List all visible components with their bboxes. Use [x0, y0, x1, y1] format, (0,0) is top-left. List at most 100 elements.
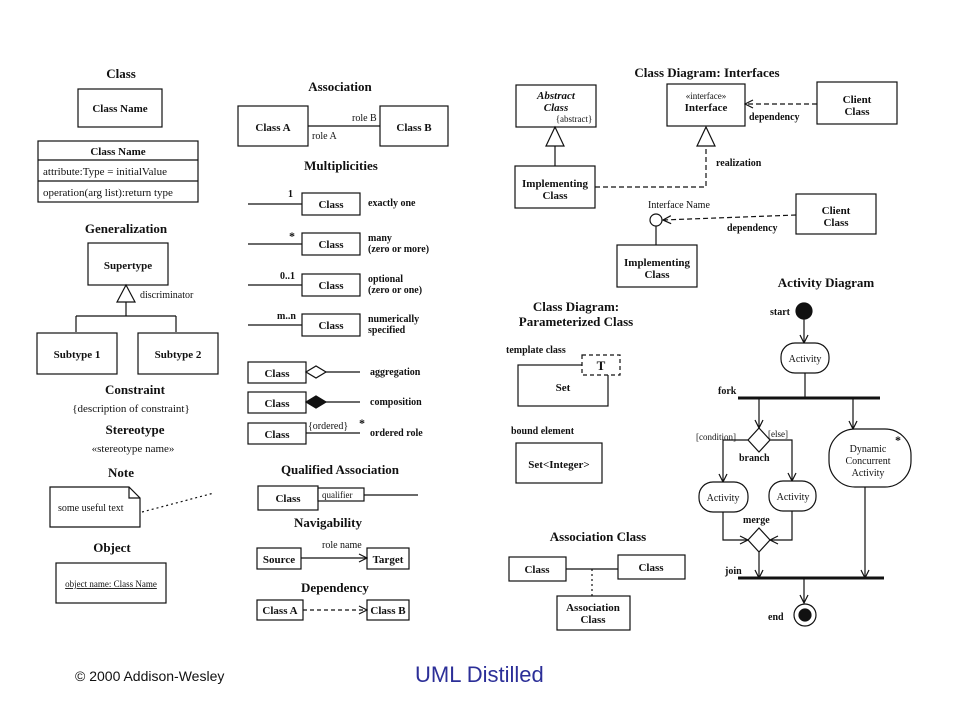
ordered-label: ordered role: [370, 428, 423, 439]
mult-class-label-3: Class: [318, 280, 344, 292]
client-class2-l2: Class: [823, 217, 849, 229]
dynamic-l2: Concurrent: [846, 456, 891, 467]
composition-label: composition: [370, 397, 422, 408]
class-name-label: Class Name: [92, 103, 147, 115]
abstract-generalization-triangle: [545, 125, 565, 147]
end-label: end: [768, 612, 784, 623]
dependency-heading: Dependency: [301, 580, 369, 595]
interface-stereotype: «interface»: [686, 91, 726, 101]
lollipop-name: Interface Name: [648, 200, 710, 211]
class-a-label: Class A: [255, 122, 290, 134]
implementing-class-l1: Implementing: [522, 178, 589, 190]
client-class2-box: [795, 193, 877, 235]
association-class-heading: Association Class: [550, 529, 646, 544]
mult-value-1: 1: [288, 189, 293, 200]
class-detail-box: [37, 140, 199, 203]
composition-class-label: Class: [264, 398, 290, 410]
abstract-class-box: [515, 84, 597, 128]
mult-desc-2: many: [368, 233, 392, 244]
parameterized-heading-1: Class Diagram:: [533, 299, 619, 314]
implementing-class-l2: Class: [542, 190, 568, 202]
navigability-heading: Navigability: [294, 515, 362, 530]
object-section: Object object name: Class Name: [55, 540, 167, 604]
qualified-class-label: Class: [275, 493, 301, 505]
aggregation-label: aggregation: [370, 367, 421, 378]
activity-section: Activity Diagram start Activity fork [co…: [696, 275, 912, 627]
dynamic-activity-node: [828, 428, 912, 488]
activity-right-label: Activity: [777, 492, 810, 503]
interfaces-heading: Class Diagram: Interfaces: [634, 65, 779, 80]
dep-class-a-label: Class A: [262, 605, 297, 617]
bound-element-label: Set<Integer>: [528, 459, 589, 471]
interface-dependency-label: dependency: [749, 112, 800, 123]
composition-diamond: [304, 395, 328, 409]
role-b-label: role B: [352, 113, 377, 124]
mult-class-label-1: Class: [318, 199, 344, 211]
mult-desc-3b: (zero or one): [368, 285, 422, 296]
client-class-l2: Class: [844, 106, 870, 118]
mult-desc-2b: (zero or more): [368, 244, 429, 255]
discriminator-label: discriminator: [140, 290, 194, 301]
class-a-box: [237, 105, 309, 147]
mult-desc-4: numerically: [368, 314, 419, 325]
navigability-section: Navigability Source Target role name: [256, 515, 410, 570]
else-label: [else]: [768, 429, 788, 439]
stereotype-text: «stereotype name»: [92, 443, 175, 455]
ordered-mult: *: [359, 416, 365, 430]
note-text: some useful text: [58, 503, 124, 514]
class-detail-operation: operation(arg list):return type: [43, 187, 173, 199]
qualified-class-box: [257, 485, 319, 511]
abstract-class-l2: Class: [544, 102, 568, 114]
template-label: template class: [506, 345, 566, 356]
multiplicities-heading: Multiplicities: [304, 158, 378, 173]
lollipop-dependency-label: dependency: [727, 223, 778, 234]
note-shape: [49, 486, 141, 528]
parameterized-section: Class Diagram: Parameterized Class templ…: [506, 299, 633, 484]
dynamic-l3: Activity: [852, 468, 885, 479]
association-class-box: [556, 595, 631, 631]
parameterized-heading-2: Parameterized Class: [519, 314, 633, 329]
supertype-box: [87, 242, 169, 286]
template-set-label: Set: [556, 382, 571, 394]
stereotype-heading: Stereotype: [106, 422, 165, 437]
association-heading: Association: [308, 79, 372, 94]
mult-desc-1: exactly one: [368, 198, 416, 209]
subtype2-label: Subtype 2: [155, 349, 202, 361]
constraint-heading: Constraint: [105, 382, 166, 397]
mult-desc-4b: specified: [368, 325, 406, 336]
mult-class-4: [301, 313, 361, 337]
dynamic-multiplicity: *: [895, 433, 901, 447]
client-class2-l1: Client: [822, 205, 851, 217]
generalization-triangle: [116, 283, 136, 303]
note-section: Note some useful text: [49, 465, 215, 528]
association-class-l1: Association: [566, 602, 620, 614]
aggregation-class-label: Class: [264, 368, 290, 380]
merge-diamond: [747, 527, 771, 553]
realization-label: realization: [716, 158, 762, 169]
lollipop-circle: [649, 213, 663, 227]
note-anchor-line: [141, 492, 215, 513]
activity-left-label: Activity: [707, 493, 740, 504]
qualified-heading: Qualified Association: [281, 462, 400, 477]
qualifier-label: qualifier: [322, 490, 353, 500]
navigability-role: role name: [322, 540, 362, 551]
dep-class-b-label: Class B: [370, 605, 406, 617]
class-detail-name: Class Name: [90, 146, 145, 158]
ordered-tag: {ordered}: [308, 421, 348, 432]
dependency-section: Dependency Class A Class B: [256, 580, 410, 621]
start-node: [795, 302, 813, 320]
object-box: [55, 562, 167, 604]
abstract-class-l1: Abstract: [536, 90, 576, 102]
class-heading: Class: [106, 66, 136, 81]
constraint-text: {description of constraint}: [72, 403, 189, 415]
join-label: join: [724, 566, 742, 577]
role-a-label: role A: [312, 131, 337, 142]
condition-label: [condition]: [696, 432, 736, 442]
mult-value-2: *: [289, 229, 295, 243]
implementing-class2-box: [616, 244, 698, 288]
realization-line: [595, 146, 707, 188]
class-detail-attribute: attribute:Type = initialValue: [43, 166, 167, 178]
copyright-text: © 2000 Addison-Wesley: [75, 668, 225, 684]
aggregation-section: Class aggregation Class composition Clas…: [247, 361, 423, 445]
